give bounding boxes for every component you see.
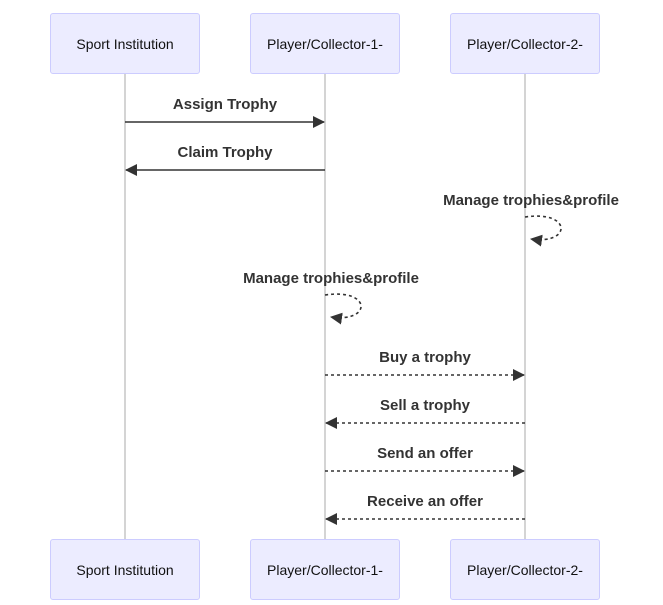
actor-top-sport-institution: Sport Institution (50, 13, 200, 74)
message-label-claim-trophy: Claim Trophy (177, 144, 273, 161)
actor-label: Player/Collector-1- (267, 35, 383, 52)
actor-bottom-player-collector-1: Player/Collector-1- (250, 539, 400, 600)
message-label-sell-a-trophy: Sell a trophy (379, 397, 471, 414)
self-loop-manage-trophies-collector-1 (324, 293, 362, 325)
message-label-manage-trophies-collector-2: Manage trophies&profile (443, 192, 619, 209)
message-label-assign-trophy: Assign Trophy (172, 96, 278, 113)
self-loop-manage-trophies-collector-2 (524, 215, 562, 247)
actor-label: Sport Institution (76, 561, 174, 578)
actor-label: Player/Collector-2- (467, 35, 583, 52)
actor-top-player-collector-1: Player/Collector-1- (250, 13, 400, 74)
message-label-manage-trophies-collector-1: Manage trophies&profile (243, 270, 419, 287)
actor-top-player-collector-2: Player/Collector-2- (450, 13, 600, 74)
message-label-send-an-offer: Send an offer (377, 445, 473, 462)
message-label-buy-a-trophy: Buy a trophy (379, 349, 471, 366)
actor-bottom-player-collector-2: Player/Collector-2- (450, 539, 600, 600)
actor-label: Player/Collector-1- (267, 561, 383, 578)
actor-label: Player/Collector-2- (467, 561, 583, 578)
actor-label: Sport Institution (76, 35, 174, 52)
actor-bottom-sport-institution: Sport Institution (50, 539, 200, 600)
message-label-receive-an-offer: Receive an offer (367, 493, 483, 510)
